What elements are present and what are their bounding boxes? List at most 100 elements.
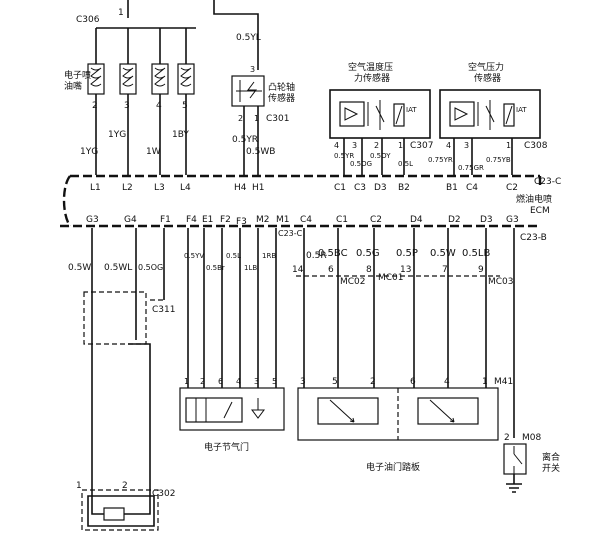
pin-c306-1: 1 — [118, 8, 124, 18]
pin-l3: L3 — [154, 183, 165, 193]
pin-t-4: 4 — [236, 377, 241, 386]
wire-cam-05yr: 0.5YR — [232, 135, 258, 145]
pin-d2: D2 — [448, 215, 461, 225]
pin-e1: E1 — [202, 215, 213, 225]
pin-mc-9: 9 — [478, 265, 484, 275]
pin-p-5: 5 — [332, 377, 338, 387]
electronic-throttle: 1 2 6 4 3 5 电子节气门 — [179, 377, 285, 453]
label-iat-1: IAT — [406, 106, 417, 114]
pin-c2-top: C2 — [506, 183, 518, 193]
pin-c4-bottom: C4 — [300, 215, 312, 225]
connector-c301: C301 — [266, 114, 289, 124]
wire-c308-075yr: 0.75YR — [428, 156, 453, 164]
pin-f3: F3 — [236, 217, 247, 227]
injector-coil-1 — [87, 63, 105, 95]
ecm-pins-top: L1 L2 L3 L4 H4 H1 C1 C3 D3 B2 B1 C4 C2 — [90, 183, 518, 193]
wire-f2-05l: 0.5L — [226, 252, 241, 260]
pin-c4-top: C4 — [466, 183, 478, 193]
wire-c307-05l: 0.5L — [398, 160, 413, 168]
injector-group: 1 C306 电子喷油嘴 2 3 4 5 1YG 1YG 1W 1BY — [64, 0, 196, 175]
pin-c1-top: C1 — [334, 183, 346, 193]
pin-c308-1: 1 — [506, 141, 511, 150]
label-cam-sensor: 凸轮轴传感器 — [268, 81, 295, 104]
pin-g4: G4 — [124, 215, 137, 225]
pin-b2: B2 — [398, 183, 410, 193]
pin-l1: L1 — [90, 183, 101, 193]
lower-wiring: 0.5W 0.5WL 0.5OG C311 0.5YV 0.5Br 0.5L 1… — [68, 228, 515, 492]
wire-d2-05w: 0.5W — [430, 248, 456, 259]
air-pressure-sensor-group: 空气压力传感器 IAT 4 3 1 C308 0.75YR 0.75GR 0.7… — [428, 61, 548, 175]
wire-1w: 1W — [146, 147, 161, 157]
pin-inj-5: 5 — [182, 101, 188, 111]
pin-b1: B1 — [446, 183, 458, 193]
wire-f3-1lb: 1LB — [244, 264, 257, 272]
wire-g4-05wl: 0.5WL — [104, 263, 132, 273]
connector-c302: C302 — [152, 489, 175, 499]
electronic-pedal: 3 5 2 6 4 1 M41 电子油门踏板 — [297, 377, 513, 473]
ecm-pins-bottom: G3 G4 F1 F4 E1 F2 F3 M2 M1 C4 C23-C C1 C… — [86, 215, 519, 238]
injector-coil-4 — [177, 63, 195, 95]
label-iat-2: IAT — [516, 106, 527, 114]
pin-cam-1: 1 — [254, 114, 259, 123]
wire-e1-05br: 0.5Br — [206, 264, 225, 272]
wire-d3-05lb: 0.5LB — [462, 248, 490, 259]
pin-inj-4: 4 — [156, 101, 162, 111]
pin-c308-3: 3 — [464, 141, 469, 150]
injector-coil-2 — [119, 63, 137, 95]
wire-f4-05yv: 0.5YV — [184, 252, 204, 260]
connector-c306: C306 — [76, 15, 100, 25]
label-clutch: 离合开关 — [542, 451, 560, 474]
connector-m41: M41 — [494, 377, 513, 387]
pin-mc-6: 6 — [328, 265, 334, 275]
wire-c307-05oy: 0.5OY — [370, 152, 391, 160]
pin-f1: F1 — [160, 215, 171, 225]
wire-c307-05og: 0.5OG — [350, 160, 372, 168]
pin-c307-4: 4 — [334, 141, 339, 150]
pin-mc-8: 8 — [366, 265, 372, 275]
pin-c23c-mid: C23-C — [278, 229, 303, 238]
pin-c302-2: 2 — [122, 481, 128, 491]
label-air-pressure-sensor: 空气压力传感器 — [468, 61, 504, 84]
pin-l2: L2 — [122, 183, 133, 193]
pin-c307-3: 3 — [352, 141, 357, 150]
wire-c308-075yb: 0.75YB — [486, 156, 511, 164]
pin-m2: M2 — [256, 215, 270, 225]
cam-sensor-group: 0.5YL 3 凸轮轴传感器 2 1 C301 0.5YR 0.5WB — [213, 0, 295, 175]
wire-f1-05og: 0.5OG — [138, 263, 163, 272]
pin-d3-top: D3 — [374, 183, 387, 193]
wire-c307-05yr: 0.5YR — [334, 152, 354, 160]
pin-h4: H4 — [234, 183, 247, 193]
wire-1yg-b: 1YG — [108, 130, 126, 140]
wire-1yg-a: 1YG — [80, 147, 98, 157]
wire-c4-05r: 0.5R — [306, 251, 327, 261]
connector-mc02: MC02 — [340, 277, 366, 287]
wire-cam-05wb: 0.5WB — [246, 147, 275, 157]
air-temp-sensor-group: 空气温度压力传感器 IAT 4 3 2 1 C307 0.5YR 0.5OG 0… — [329, 61, 433, 175]
label-air-temp-sensor: 空气温度压力传感器 — [348, 61, 393, 84]
pin-inj-2: 2 — [92, 101, 98, 111]
pin-f2: F2 — [220, 215, 231, 225]
pin-cam-2: 2 — [238, 114, 243, 123]
wire-d4-05p: 0.5P — [396, 248, 418, 259]
wire-05yl: 0.5YL — [236, 33, 261, 43]
pin-mc-13: 13 — [400, 265, 411, 275]
pin-c308-4: 4 — [446, 141, 451, 150]
connector-mc01: MC01 — [378, 273, 404, 283]
wire-c1-05bc: 0.5BC — [318, 248, 348, 259]
pin-t-2: 2 — [200, 377, 205, 386]
pin-p-3: 3 — [300, 377, 306, 387]
clutch-switch: 2 M08 离合开关 — [503, 433, 560, 493]
pin-t-1: 1 — [184, 377, 189, 386]
pin-f4: F4 — [186, 215, 197, 225]
pin-p-6: 6 — [410, 377, 416, 387]
pin-t-6: 6 — [218, 377, 223, 386]
wire-1by: 1BY — [172, 130, 189, 140]
pin-inj-3: 3 — [124, 101, 130, 111]
label-throttle: 电子节气门 — [204, 441, 249, 453]
pin-h1: H1 — [252, 183, 265, 193]
wire-c308-075gr: 0.75GR — [458, 164, 484, 172]
connector-m08: M08 — [522, 433, 541, 443]
injector-coil-3 — [151, 63, 169, 95]
